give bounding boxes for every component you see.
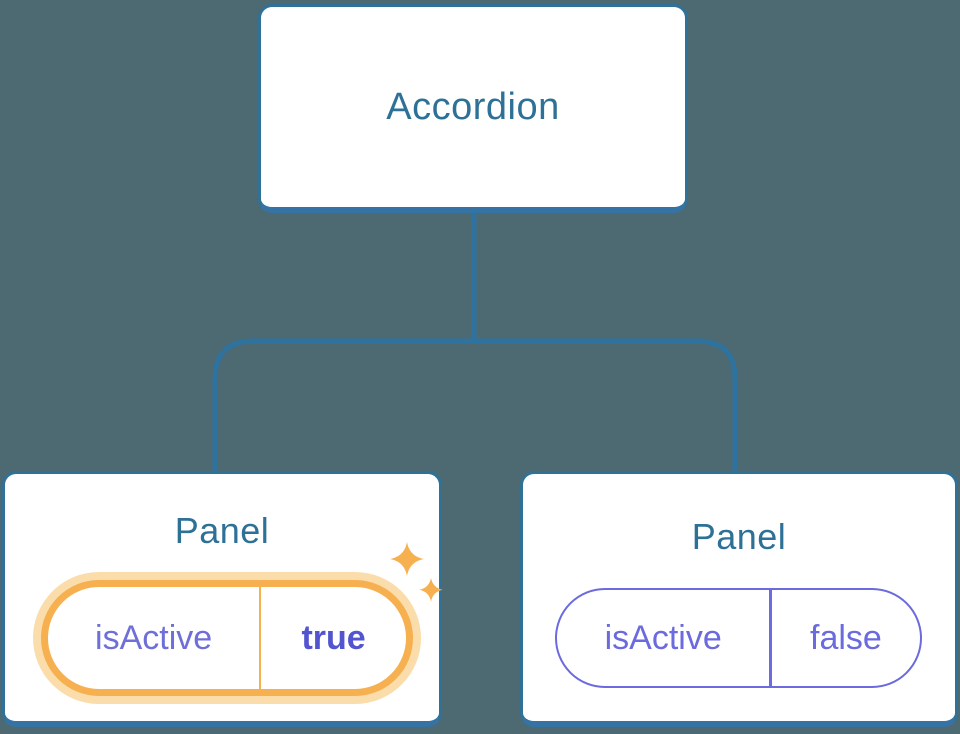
state-value-label: false <box>810 618 882 657</box>
accordion-node-label: Accordion <box>386 85 560 128</box>
panel-node-label: Panel <box>691 516 787 557</box>
pill-divider <box>769 590 772 686</box>
connector-branch <box>212 338 738 471</box>
state-key-label: isActive <box>604 618 722 657</box>
state-value-label: true <box>301 618 366 657</box>
state-pill-active: isActive true <box>41 580 413 696</box>
panel-node-active: Panel isActive true <box>2 471 443 727</box>
state-pill-active-glow: isActive true <box>33 572 421 704</box>
state-key-label: isActive <box>95 618 213 657</box>
sparkle-icon <box>390 542 443 602</box>
panel-node-inactive: Panel isActive false <box>520 471 958 727</box>
state-pill-inactive: isActive false <box>555 588 922 688</box>
accordion-node: Accordion <box>258 4 688 213</box>
pill-divider <box>259 587 262 689</box>
panel-node-label: Panel <box>174 510 270 551</box>
